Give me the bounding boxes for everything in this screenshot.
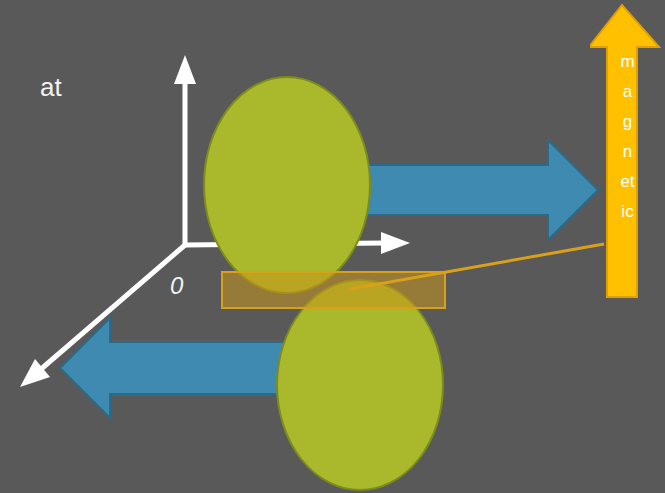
leader-line — [350, 244, 604, 289]
origin-label: 0 — [170, 272, 183, 300]
lobe-ellipse — [277, 280, 443, 490]
vertical-label: magnetic — [619, 47, 636, 227]
heading-fragment: at — [40, 72, 62, 103]
magnetic-field-arrow: magnetic — [590, 3, 665, 299]
lobe-ellipse — [204, 77, 370, 293]
